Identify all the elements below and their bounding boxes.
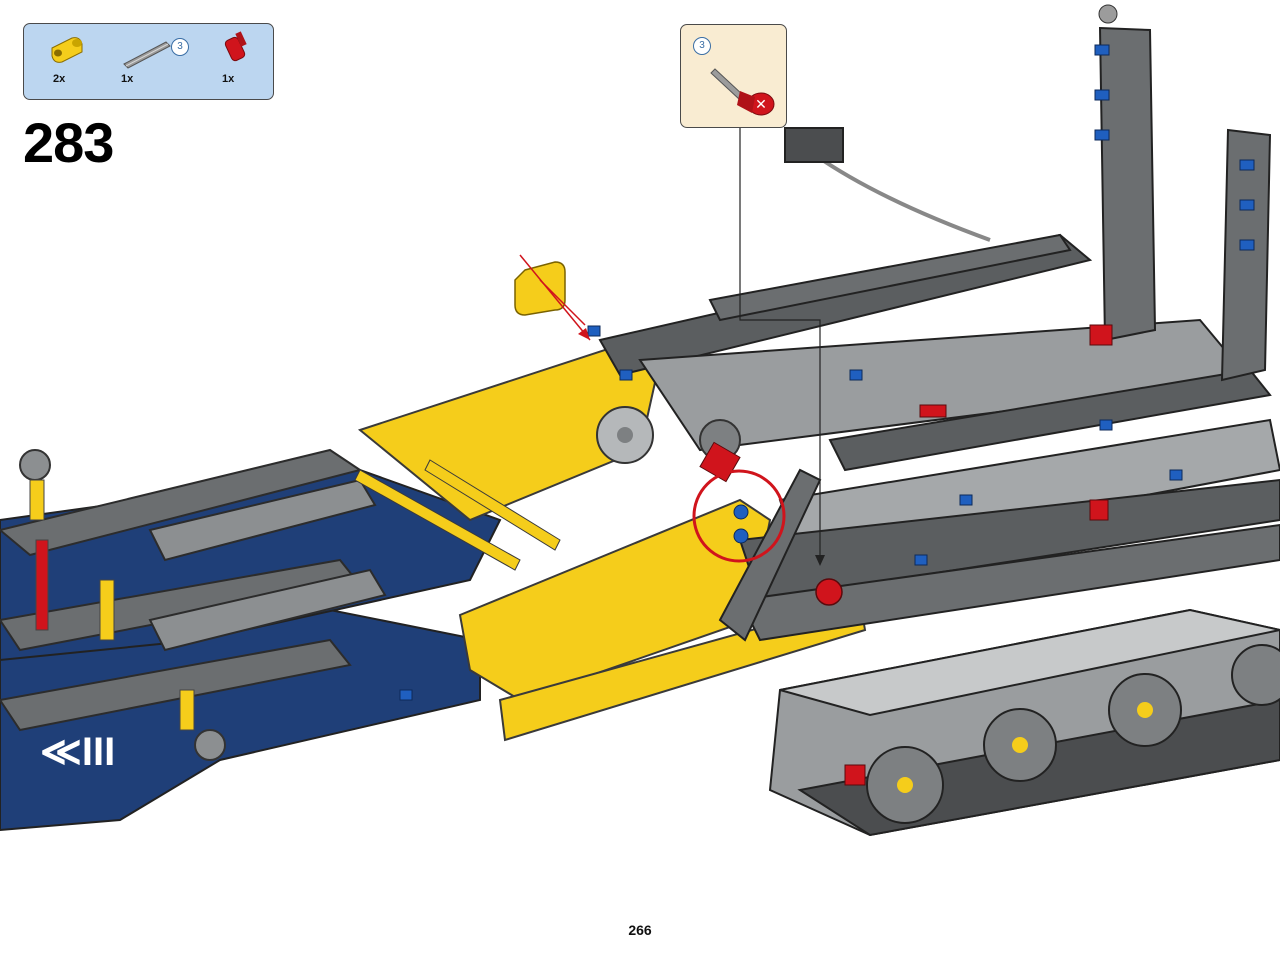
sub-assembly-callout: 3 ✕ [680,24,787,128]
track-wheels [866,644,1280,824]
cable-connector [784,127,844,163]
svg-text:≪III: ≪III [40,730,115,774]
blue-chassis-panel [0,608,481,832]
blue-pins [399,44,1255,701]
parts-item-quantity: 1x [222,73,235,85]
parts-item-quantity: 1x [121,73,134,85]
parts-item-yellow-connector: 2x [44,24,94,99]
callout-leader-line [739,128,821,560]
axle-length-badge: 3 [171,38,189,56]
callout-length-badge: 3 [693,37,711,55]
crawler-crane-model-illustration: ≪III [0,4,1280,837]
parts-item-quantity: 2x [53,73,66,85]
yellow-connector-new-part [514,261,566,316]
gray-axle-icon [123,41,171,69]
vertical-tower-left [1098,26,1157,342]
red-axle-pin-icon [224,31,247,62]
highlight-circle [692,469,786,563]
parts-list: 2x 3 1x 1x [23,23,274,100]
axle-with-red-pin-icon: ✕ [710,68,775,116]
svg-text:✕: ✕ [755,97,767,113]
vertical-tower-right [1220,128,1272,382]
red-pin-target [815,578,843,606]
yellow-axle-pin-connector-icon [51,37,83,63]
step-number: 283 [23,111,114,174]
parts-item-red-pin: 1x [214,24,264,99]
page-number: 266 [628,922,652,938]
parts-item-gray-axle: 3 1x [116,24,196,99]
